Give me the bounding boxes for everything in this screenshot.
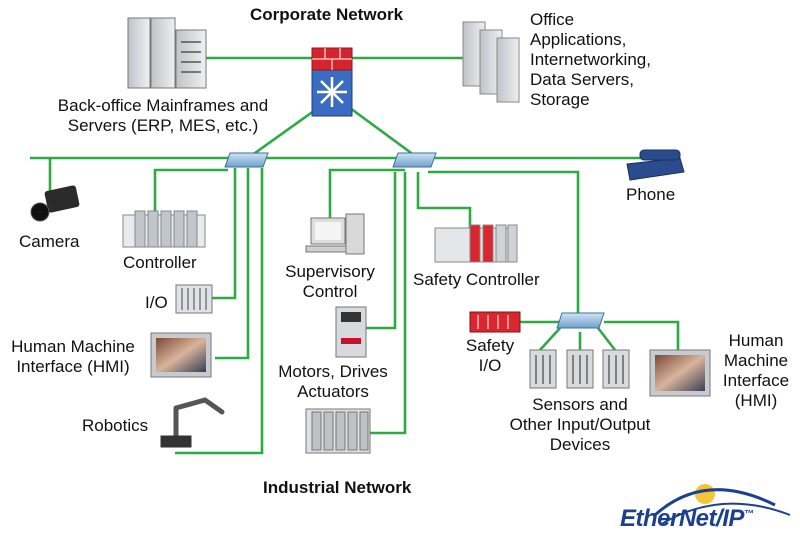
sensor-module-icon	[529, 349, 630, 389]
ethernetip-logo	[653, 484, 791, 526]
safety-controller-label: Safety Controller	[413, 270, 540, 289]
office-label: Office Applications, Internetworking, Da…	[530, 10, 651, 109]
link-safety-controller	[416, 172, 472, 228]
link-firewall-switch2	[349, 106, 419, 160]
safety-io-icon	[469, 311, 521, 333]
robot-arm-icon	[160, 397, 225, 448]
link-hmi-left	[215, 168, 250, 360]
camera-label: Camera	[19, 232, 80, 251]
controller-icon	[122, 210, 206, 248]
io-label: I/O	[145, 293, 168, 312]
brand-trademark: ™	[743, 509, 754, 520]
brand-logo-text: EtherNet/IP™	[620, 505, 754, 533]
link-controller	[153, 168, 228, 218]
sensors-label: Sensors and Other Input/Output Devices	[509, 395, 651, 454]
phone-label: Phone	[626, 185, 676, 204]
link-io	[210, 168, 237, 300]
hmi-left-label: Human Machine Interface (HMI)	[11, 337, 135, 376]
camera-icon	[30, 185, 80, 222]
hmi-panel-icon	[150, 332, 212, 378]
backoffice-label: Back-office Mainframes and Servers (ERP,…	[57, 96, 269, 135]
brand-name: EtherNet/IP	[620, 505, 744, 532]
server-rack-icon	[127, 17, 207, 89]
safety-controller-icon	[434, 224, 518, 263]
data-server-icon	[462, 21, 520, 103]
link-hmi-right	[604, 320, 680, 350]
phone-icon	[626, 149, 685, 181]
hmi-right-label: Human Machine Interface (HMI)	[722, 331, 790, 410]
drive-icon	[335, 306, 367, 358]
controller-label: Controller	[123, 253, 197, 272]
motor-drives-icon	[305, 408, 371, 454]
link-sensors	[539, 327, 561, 351]
link-motor-drives	[370, 172, 407, 435]
firewall-icon	[311, 47, 353, 117]
industrial-network-title: Industrial Network	[263, 478, 412, 497]
link-supervisory	[328, 168, 405, 218]
link-firewall-switch1	[247, 106, 319, 160]
io-module-icon	[175, 284, 213, 314]
supervisory-label: Supervisory Control	[285, 262, 375, 301]
network-switch-icon	[224, 152, 605, 329]
safety-io-label: Safety I/O	[465, 336, 515, 375]
link-robotics	[175, 168, 264, 455]
motors-label: Motors, Drives Actuators	[278, 362, 388, 401]
robotics-label: Robotics	[82, 416, 149, 435]
link-sensors-3	[596, 327, 617, 351]
link-switch3	[428, 170, 580, 318]
corporate-network-title: Corporate Network	[250, 5, 404, 24]
network-links	[30, 56, 680, 455]
computer-icon	[305, 213, 365, 255]
hmi-panel-icon	[649, 349, 711, 397]
link-motors	[365, 172, 397, 330]
